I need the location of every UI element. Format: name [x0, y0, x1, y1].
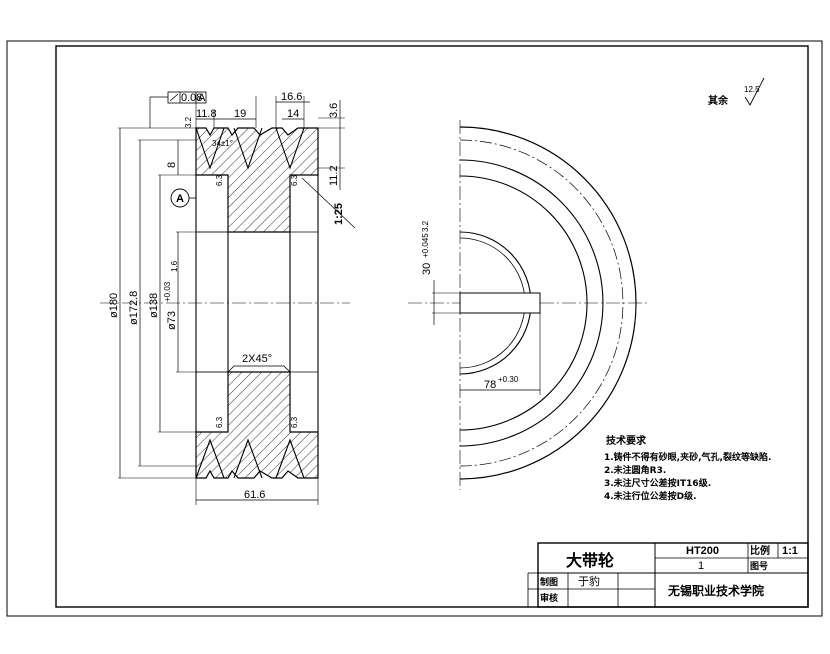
- finish-key: 3.2: [421, 220, 430, 232]
- finish-left-top: 6.3: [215, 174, 224, 186]
- key-width: 30: [421, 263, 433, 275]
- material: HT200: [686, 545, 719, 557]
- dim-19: 19: [234, 108, 246, 120]
- dia-180: ø180: [108, 293, 120, 318]
- quantity: 1: [698, 560, 704, 572]
- finish-left-bottom: 6.3: [215, 416, 224, 428]
- school-name: 无锡职业技术学院: [667, 583, 764, 598]
- outer-border: [6, 40, 823, 617]
- key-depth: 78: [484, 379, 496, 391]
- dim-3-6: 3.6: [328, 103, 340, 118]
- dia-138: ø138: [148, 293, 160, 318]
- key-width-tol: +0.045: [421, 233, 430, 258]
- drawn-by-name: 于豹: [578, 575, 600, 588]
- finish-right-top: 6.3: [290, 174, 299, 186]
- dim-8: 8: [166, 162, 178, 168]
- finish-symbol-icon: [744, 77, 765, 106]
- finish-right-bottom: 6.3: [290, 416, 299, 428]
- key-depth-tol: +0.30: [498, 375, 519, 384]
- rest-finish-label: 其余: [708, 94, 729, 107]
- datum-label: A: [176, 193, 184, 205]
- title-block: [527, 542, 809, 608]
- end-view: [408, 120, 648, 490]
- finish-top: 3.2: [184, 116, 193, 128]
- requirements-heading: 技术要求: [606, 434, 647, 447]
- requirement-3: 3.未注尺寸公差按IT16级.: [604, 477, 711, 489]
- requirement-1: 1.铸件不得有砂眼,夹砂,气孔,裂纹等缺陷.: [604, 451, 771, 463]
- dia-73: ø73: [166, 311, 178, 330]
- taper-label: 1:25: [333, 203, 345, 225]
- requirement-2: 2.未注圆角R3.: [604, 464, 666, 476]
- finish-hub: 1.6: [170, 260, 179, 272]
- groove-angle: 34±1°: [212, 139, 233, 148]
- drawing-no-label: 图号: [750, 561, 768, 572]
- runout-datum: A: [198, 92, 206, 104]
- inner-border: [55, 45, 809, 608]
- section-view: [100, 91, 356, 505]
- requirement-4: 4.未注行位公差按D级.: [604, 490, 697, 502]
- scale-label: 比例: [750, 544, 770, 557]
- dim-11-8: 11.8: [196, 108, 217, 120]
- width-61-6: 61.6: [244, 489, 265, 501]
- dim-11-2: 11.2: [328, 165, 340, 186]
- dia-73-tol: +0.03: [163, 281, 172, 302]
- dim-16-6: 16.6: [281, 91, 302, 103]
- drawn-by-label: 制图: [540, 576, 558, 588]
- checked-by-label: 审核: [540, 592, 558, 604]
- rest-finish-value: 12.5: [744, 85, 760, 94]
- dia-172-8: ø172.8: [128, 291, 140, 325]
- chamfer-label: 2X45°: [242, 353, 272, 365]
- runout-value: 0.08: [181, 92, 202, 104]
- drawing-title: 大带轮: [566, 551, 614, 570]
- scale-value: 1:1: [782, 545, 798, 557]
- dim-14: 14: [287, 108, 299, 120]
